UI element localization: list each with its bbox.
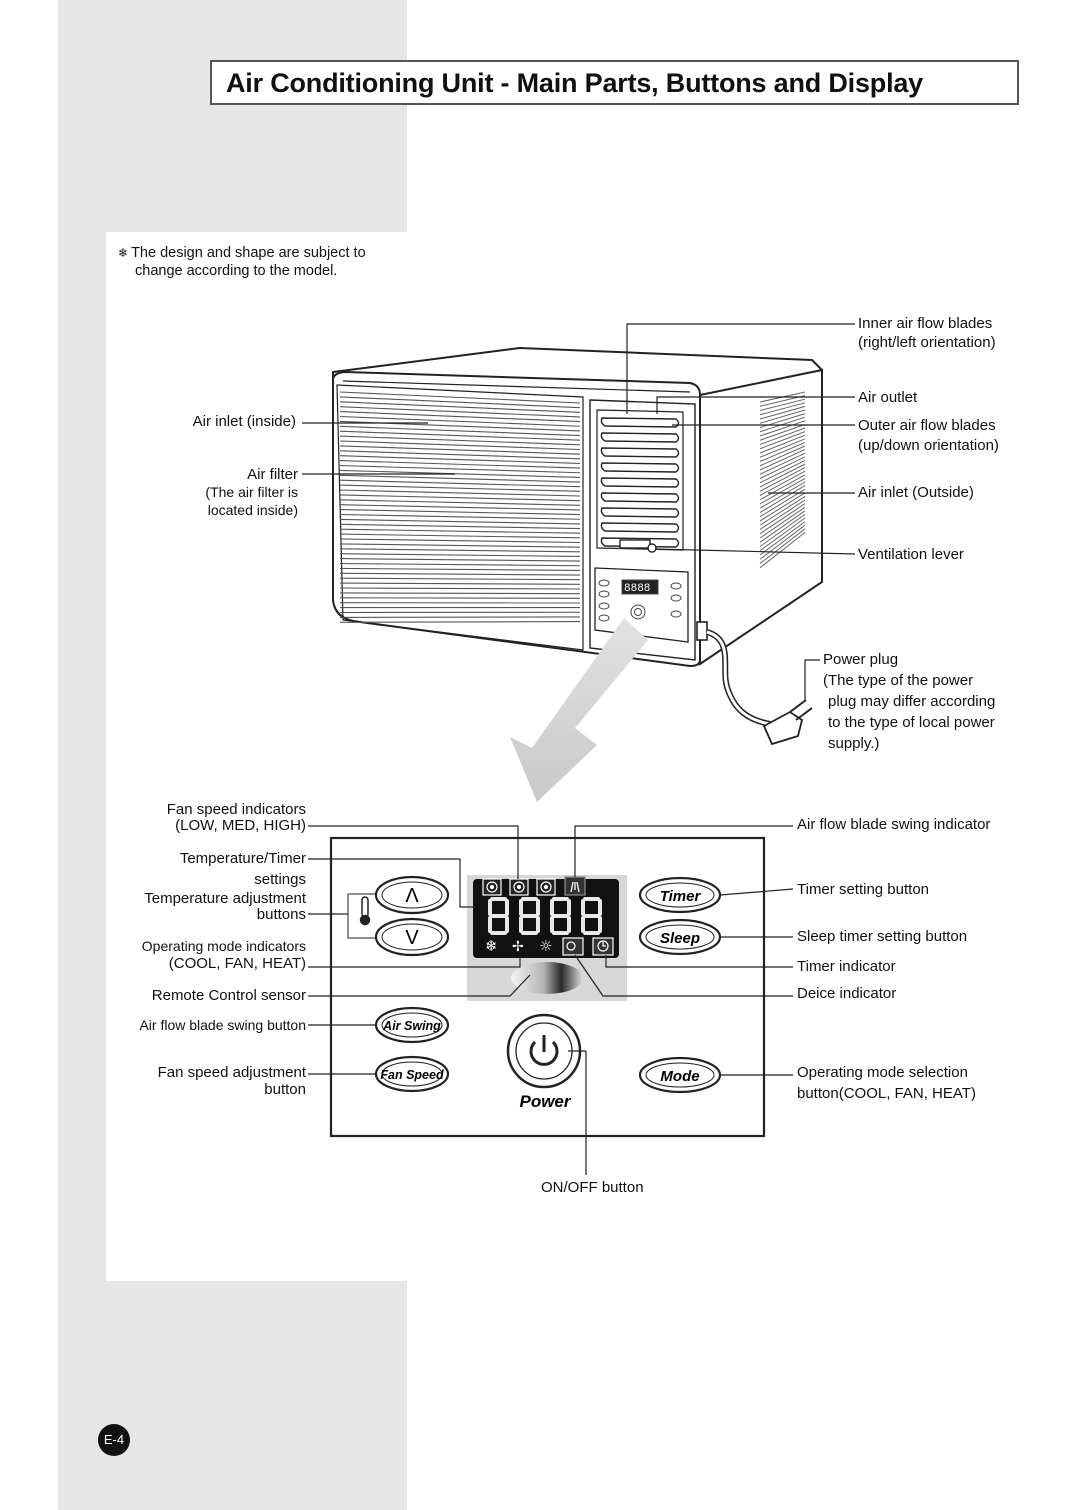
ventilation-lever	[619, 539, 657, 553]
label-air-filter-note-2: located inside)	[207, 502, 298, 518]
label-outer-blades-2: (up/down orientation)	[858, 437, 999, 454]
label-swing-indicator: Air flow blade swing indicator	[797, 816, 991, 833]
label-op-mode-indicators-2: (COOL, FAN, HEAT)	[168, 955, 306, 972]
temperature-up-button[interactable]: Λ	[374, 875, 450, 915]
page-title-box: Air Conditioning Unit - Main Parts, Butt…	[210, 60, 1019, 105]
swing-indicator-icon	[564, 876, 586, 896]
label-power-plug-note-3: to the type of local power	[828, 714, 995, 731]
note-line-2: change according to the model.	[135, 263, 338, 279]
label-mode-button-2: button(COOL, FAN, HEAT)	[797, 1085, 976, 1102]
label-timer-indicator: Timer indicator	[797, 958, 896, 975]
label-power-plug-note-2: plug may differ according	[828, 693, 996, 710]
sidebar-band	[58, 0, 106, 1510]
label-air-filter: Air filter	[247, 466, 298, 483]
label-power-plug: Power plug	[823, 651, 899, 668]
label-mode-button-1: Operating mode selection	[797, 1064, 968, 1081]
heat-mode-icon: ☼	[539, 937, 552, 955]
timer-button-label: Timer	[660, 888, 702, 905]
up-arrow-icon: Λ	[405, 885, 419, 907]
label-air-swing-button: Air flow blade swing button	[139, 1017, 306, 1033]
label-air-inlet-outside: Air inlet (Outside)	[858, 484, 974, 501]
mode-button-label: Mode	[660, 1068, 699, 1085]
fan-speed-button-label: Fan Speed	[380, 1068, 444, 1082]
label-inner-blades-2: (right/left orientation)	[858, 334, 996, 351]
label-power-plug-note-4: supply.)	[828, 735, 880, 752]
thermometer-icon	[359, 896, 371, 926]
note-line-1: The design and shape are subject to	[131, 245, 366, 261]
label-onoff-button: ON/OFF button	[541, 1179, 644, 1196]
svg-text:8888: 8888	[624, 583, 650, 595]
power-icon	[529, 1040, 559, 1066]
label-deice-indicator: Deice indicator	[797, 985, 897, 1002]
air-swing-button-label: Air Swing	[382, 1019, 441, 1033]
label-fan-speed-indicators-1: Fan speed indicators	[166, 801, 306, 818]
mini-control-panel: 8888	[598, 579, 682, 622]
label-air-filter-note-1: (The air filter is	[205, 484, 298, 500]
temp-bracket	[347, 893, 376, 939]
power-label: Power	[519, 1092, 571, 1111]
sleep-button-label: Sleep	[660, 930, 700, 947]
sleep-button[interactable]: Sleep	[638, 918, 722, 956]
mode-button[interactable]: Mode	[638, 1056, 722, 1094]
sidebar-band	[58, 0, 407, 232]
clock-icon	[597, 940, 609, 952]
label-temp-adjust-2: buttons	[256, 906, 306, 923]
fan-speed-indicators	[482, 878, 556, 896]
design-note: ❄The design and shape are subject to cha…	[118, 244, 418, 280]
deice-icon	[566, 941, 576, 951]
label-timer-button: Timer setting button	[797, 881, 930, 898]
cool-mode-icon: ❄	[485, 937, 498, 955]
page-number: E-4	[98, 1424, 130, 1456]
label-air-inlet-inside: Air inlet (inside)	[192, 413, 296, 430]
sidebar-band	[58, 1281, 407, 1510]
down-arrow-icon: V	[405, 927, 419, 949]
label-sleep-button: Sleep timer setting button	[797, 928, 968, 945]
temperature-down-button[interactable]: V	[374, 917, 450, 957]
remote-sensor-window	[511, 962, 583, 994]
mode-indicators: ❄ ✢ ☼	[485, 937, 552, 955]
label-outer-blades-1: Outer air flow blades	[858, 417, 996, 434]
label-inner-blades-1: Inner air flow blades	[858, 315, 993, 332]
timer-deice-indicators	[562, 937, 614, 956]
fan-mode-icon: ✢	[512, 939, 524, 955]
label-op-mode-indicators-1: Operating mode indicators	[141, 938, 306, 954]
label-air-outlet: Air outlet	[858, 389, 918, 406]
timer-button[interactable]: Timer	[638, 876, 722, 914]
label-temp-timer-2: settings	[254, 871, 306, 888]
label-ventilation-lever: Ventilation lever	[858, 546, 964, 563]
label-remote-sensor: Remote Control sensor	[151, 987, 306, 1004]
front-grille-slats	[339, 391, 581, 623]
label-temp-adjust-1: Temperature adjustment	[144, 890, 306, 907]
power-plug-icon	[762, 699, 813, 746]
power-cord	[696, 621, 771, 727]
label-fan-speed-button-1: Fan speed adjustment	[157, 1064, 306, 1081]
temperature-timer-display	[488, 897, 602, 935]
label-fan-speed-button-2: button	[264, 1081, 306, 1098]
page-title: Air Conditioning Unit - Main Parts, Butt…	[226, 68, 923, 98]
ac-unit-illustration	[332, 346, 823, 668]
side-grille-slats	[759, 391, 806, 569]
snowflake-icon: ❄	[118, 246, 129, 260]
label-fan-speed-indicators-2: (LOW, MED, HIGH)	[175, 817, 306, 834]
label-power-plug-note-1: (The type of the power	[823, 672, 974, 689]
pointer-arrow	[510, 618, 648, 802]
label-temp-timer-1: Temperature/Timer	[179, 850, 306, 867]
fan-speed-button[interactable]: Fan Speed	[374, 1055, 450, 1093]
outlet-vanes	[600, 417, 680, 548]
air-swing-button[interactable]: Air Swing	[374, 1006, 450, 1044]
leader-lines	[302, 323, 856, 1175]
